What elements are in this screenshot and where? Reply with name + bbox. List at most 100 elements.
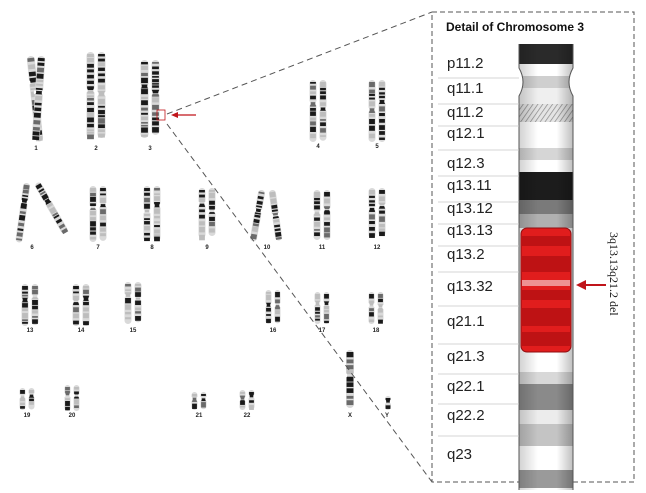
chromosome-number: Y xyxy=(385,413,389,419)
deletion-band-light xyxy=(522,280,570,286)
band-label: q13.11 xyxy=(447,177,492,194)
deletion-arrow xyxy=(576,280,606,290)
karyotype-chromosome xyxy=(96,52,107,138)
karyotype-chromosome xyxy=(207,188,217,236)
band-label: q11.2 xyxy=(447,104,483,121)
karyotype-chromosome xyxy=(312,190,322,240)
zoom-line-top xyxy=(166,11,433,115)
chromosome-number: 9 xyxy=(205,245,209,251)
karyotype-chromosome xyxy=(377,80,387,142)
chromosome-number: 16 xyxy=(270,328,277,334)
band-label: q13.13 xyxy=(447,222,493,239)
chromosome-number: 14 xyxy=(78,328,85,334)
karyotype-chromosome xyxy=(318,80,328,141)
band-label: q23 xyxy=(447,446,472,463)
deletion-band xyxy=(522,332,570,346)
karyotype-chromosome xyxy=(81,284,91,326)
karyotype-chromosome xyxy=(88,186,98,242)
zoom-line-bottom xyxy=(166,123,433,483)
karyotype-chromosome xyxy=(250,189,265,242)
karyotype-chromosome xyxy=(344,350,356,408)
chromosome-number: 13 xyxy=(27,328,34,334)
karyotype-chromosome xyxy=(197,188,207,241)
karyotype-chromosome xyxy=(142,186,152,242)
karyotype-chromosome xyxy=(383,396,393,410)
karyotype-chromosome xyxy=(123,282,133,324)
karyotype-chromosome xyxy=(98,186,108,241)
chromosome-number: 2 xyxy=(94,146,98,152)
deletion-band xyxy=(522,290,570,300)
karyotype-chromosome xyxy=(72,385,81,411)
chromosome-number: 7 xyxy=(96,245,100,251)
chromosome-number: 19 xyxy=(24,413,31,419)
karyotype-chromosome xyxy=(247,390,256,410)
chromosome-number: 18 xyxy=(373,328,380,334)
karyotype-chromosome xyxy=(367,292,376,324)
chromosome-number: 3 xyxy=(148,146,152,152)
chromosome-number: 21 xyxy=(196,413,203,419)
karyotype-chromosome xyxy=(71,284,81,326)
karyotype-chromosome xyxy=(190,392,199,410)
karyotype-chromosome xyxy=(322,190,332,240)
karyotype-chromosome xyxy=(308,80,318,142)
chromosome-3-highlight xyxy=(156,109,166,121)
deletion-region xyxy=(520,227,572,353)
band-label: q22.1 xyxy=(447,378,485,395)
karyotype-chromosome xyxy=(322,292,331,324)
karyotype-chromosome xyxy=(31,55,46,141)
karyotype-chromosome xyxy=(15,182,31,243)
karyotype-chromosome xyxy=(199,392,208,410)
band-label: q22.2 xyxy=(447,407,485,424)
chromosome-number: 6 xyxy=(30,245,34,251)
karyotype-chromosome xyxy=(150,60,161,135)
karyotype-chromosome xyxy=(273,290,282,324)
karyotype-chromosome xyxy=(238,390,247,410)
karyotype-chromosome xyxy=(268,189,283,241)
chromosome-number: 5 xyxy=(375,144,379,150)
band-label: q12.1 xyxy=(447,125,485,142)
chromosome-number: 8 xyxy=(150,245,154,251)
chromosome-3-detail xyxy=(518,44,574,490)
karyotype-chromosome xyxy=(85,52,96,140)
karyotype-chromosome xyxy=(377,188,387,237)
chromosome-3-arrow xyxy=(171,112,196,118)
band-label: q12.3 xyxy=(447,155,485,172)
deletion-band xyxy=(522,236,570,246)
karyotype-chromosome xyxy=(152,186,162,242)
chromosome-number: 1 xyxy=(34,146,38,152)
chromosome-number: X xyxy=(348,413,352,419)
chromosome-3-outline xyxy=(518,44,574,490)
karyotype-chromosome xyxy=(35,182,69,235)
chromosome-number: 11 xyxy=(319,245,326,251)
karyotype-chromosome xyxy=(367,188,377,238)
zoom-lines xyxy=(166,11,433,483)
deletion-band xyxy=(522,256,570,272)
chromosome-number: 22 xyxy=(244,413,251,419)
detail-panel: Detail of Chromosome 3 p11.2 q11.1 q11.2 q1… xyxy=(431,11,635,490)
karyotype-chromosome xyxy=(20,284,30,326)
karyotype-chromosome xyxy=(30,284,40,326)
karyotype-chromosome xyxy=(264,290,273,324)
band-label: q11.1 xyxy=(447,80,483,97)
karyotype-chromosome xyxy=(27,388,36,410)
detail-title: Detail of Chromosome 3 xyxy=(446,20,584,34)
band-labels: p11.2 q11.1 q11.2 q12.1 q12.3 q13.11 q13.12 q13… xyxy=(438,55,519,463)
band-label: p11.2 xyxy=(447,55,483,72)
deletion-band xyxy=(522,308,570,326)
karyotype-chromosome xyxy=(139,60,150,138)
band-label: q13.2 xyxy=(447,246,485,263)
karyotype-chromosome xyxy=(376,292,385,324)
karyotype-chromosome xyxy=(367,80,377,142)
karyotype-chromosome xyxy=(18,388,27,410)
chromosome-number: 15 xyxy=(130,328,137,334)
chromosome-number: 20 xyxy=(69,413,76,419)
band-label: q21.3 xyxy=(447,348,485,365)
band-label: q13.12 xyxy=(447,200,493,217)
chromosome-number: 4 xyxy=(316,144,320,150)
karyotype-chromosome xyxy=(313,292,322,324)
chromosome-number: 17 xyxy=(319,328,326,334)
chromosome-number: 10 xyxy=(264,245,271,251)
karyotype-chromosome xyxy=(133,282,143,323)
